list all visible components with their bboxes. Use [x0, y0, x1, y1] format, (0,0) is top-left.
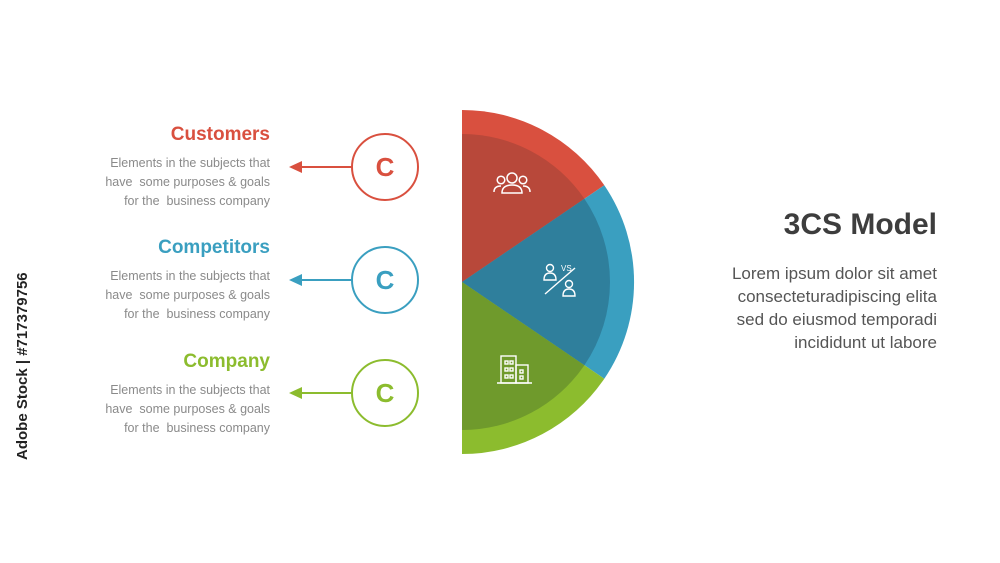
customers-letter: C — [376, 152, 395, 182]
company-title: Company — [183, 351, 270, 372]
company-letter: C — [376, 378, 395, 408]
competitors-desc-line: Elements in the subjects that — [110, 269, 270, 283]
company-inner-segment — [462, 282, 585, 430]
competitors-inner-segment — [462, 198, 611, 366]
company-desc-line: for the business company — [124, 421, 270, 435]
customers-inner-segment — [462, 134, 585, 282]
stock-credit: Adobe Stock | #717379756 — [14, 272, 31, 460]
versus-icon: VS — [543, 263, 576, 297]
customers-desc-line: for the business company — [124, 194, 270, 208]
competitors-letter: C — [376, 265, 395, 295]
customers-letter-circle: C — [351, 133, 419, 201]
model-description-line: sed do eiusmod temporadi — [736, 310, 937, 329]
competitors-letter-circle: C — [351, 246, 419, 314]
model-title: 3CS Model — [783, 208, 937, 241]
model-description: Lorem ipsum dolor sit amet consecteturad… — [732, 262, 937, 354]
model-description-line: incididunt ut labore — [794, 333, 937, 352]
customers-title: Customers — [170, 124, 270, 145]
people-group-icon — [493, 172, 531, 194]
customers-desc-line: Elements in the subjects that — [110, 156, 270, 170]
competitors-description: Elements in the subjects that have some … — [50, 267, 270, 324]
competitors-title: Competitors — [158, 237, 270, 258]
company-description: Elements in the subjects that have some … — [50, 381, 270, 438]
company-desc-line: have some purposes & goals — [105, 402, 270, 416]
model-description-line: Lorem ipsum dolor sit amet — [731, 264, 937, 283]
customers-desc-line: have some purposes & goals — [105, 175, 270, 189]
competitors-arrow — [289, 274, 353, 286]
competitors-desc-line: have some purposes & goals — [105, 288, 270, 302]
company-desc-line: Elements in the subjects that — [110, 383, 270, 397]
versus-icon-label: VS — [561, 264, 572, 273]
building-icon — [497, 355, 532, 384]
competitors-desc-line: for the business company — [124, 307, 270, 321]
customers-arrow — [289, 161, 353, 173]
customers-description: Elements in the subjects that have some … — [50, 154, 270, 211]
company-letter-circle: C — [351, 359, 419, 427]
model-description-line: consecteturadipiscing elita — [737, 287, 937, 306]
company-arrow — [289, 387, 353, 399]
